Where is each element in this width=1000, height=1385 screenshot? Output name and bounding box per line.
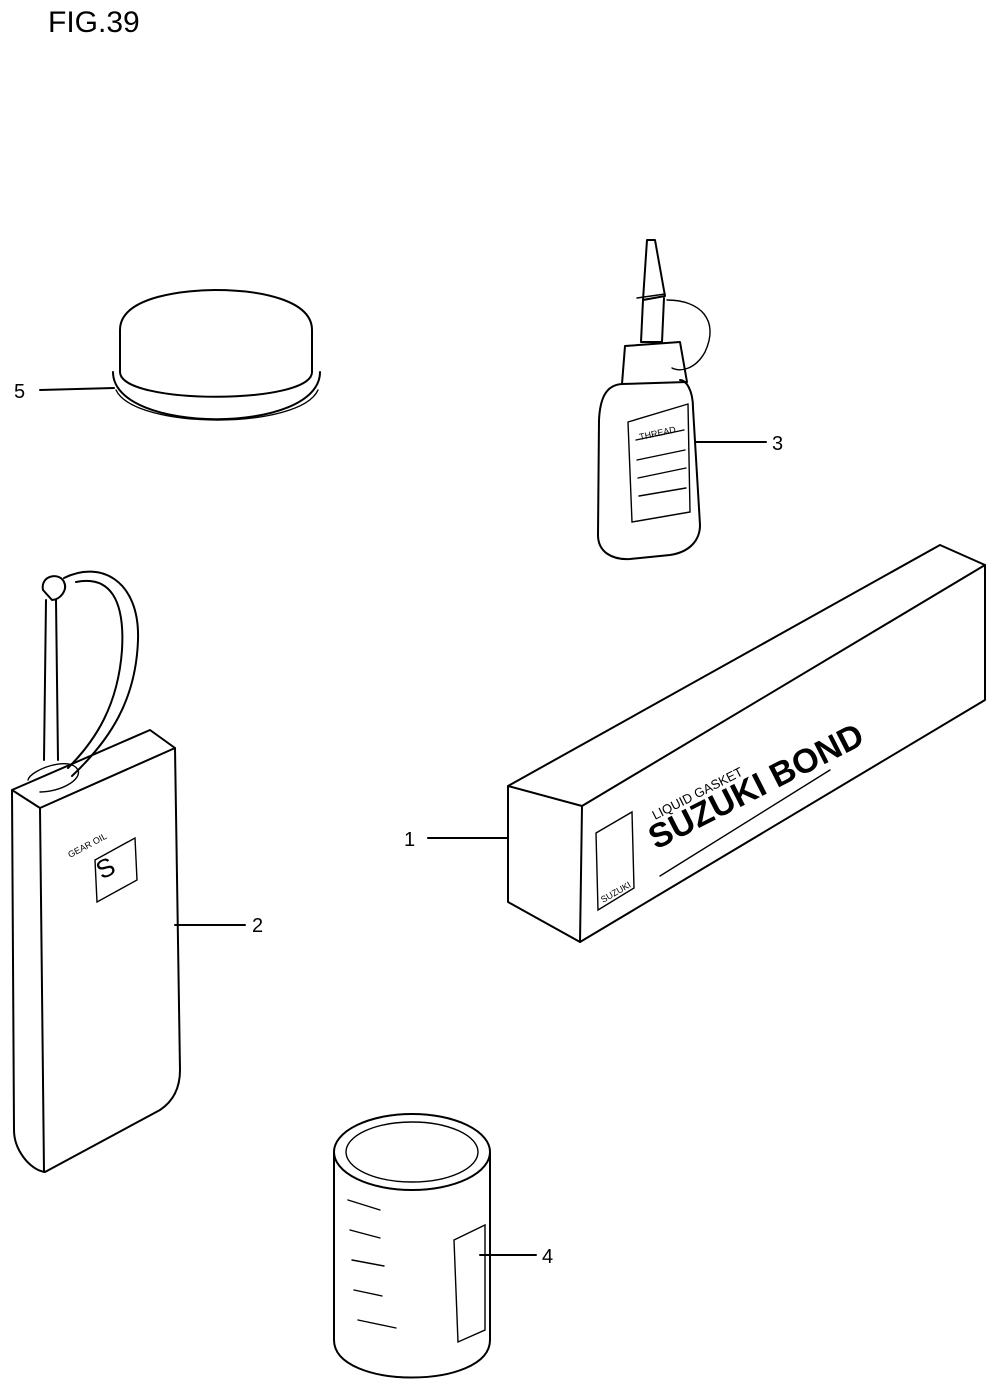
- callout-number-2: 2: [252, 915, 263, 937]
- callout-number-5: 5: [14, 381, 25, 403]
- callout-line-5: [39, 387, 115, 391]
- callout-number-1: 1: [404, 829, 415, 851]
- svg-text:S: S: [91, 851, 120, 886]
- figure-title: FIG.39: [48, 6, 140, 39]
- part-2-oil-can: S GEAR OIL: [11, 570, 181, 1173]
- part-5-round-tin: [112, 289, 321, 421]
- part-1-suzuki-bond-box: SUZUKI LIQUID GASKET SUZUKI BOND: [507, 544, 986, 943]
- part-4-cylindrical-can: [333, 1113, 491, 1379]
- callout-number-3: 3: [772, 433, 783, 455]
- callout-number-4: 4: [542, 1246, 553, 1268]
- part-3-squeeze-bottle: THREAD: [597, 239, 711, 561]
- svg-text:THREAD: THREAD: [638, 424, 677, 442]
